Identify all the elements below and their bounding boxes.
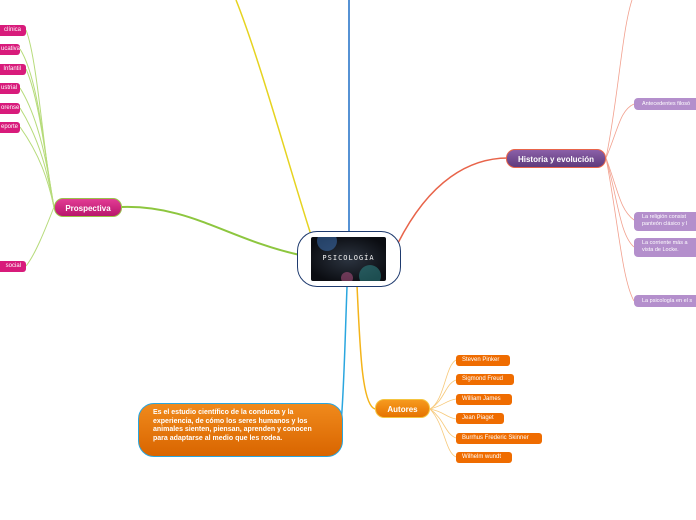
node-autor[interactable]: Steven Pinker (456, 355, 510, 366)
node-prospectiva-item[interactable]: ucativa (0, 44, 20, 55)
node-historia-item[interactable]: La corriente más a vista de Locke. (634, 238, 696, 257)
node-historia-item-line: La corriente más a (642, 240, 688, 246)
link-top-yellow (235, 0, 313, 239)
node-historia-item[interactable]: Antecedentes filosó (634, 98, 696, 110)
node-autor[interactable]: Sigmond Freud (456, 374, 514, 385)
node-prospectiva-item[interactable]: eporte (0, 122, 20, 133)
node-prospectiva-item[interactable]: clínica (0, 25, 26, 36)
autores-sublinks (429, 359, 457, 458)
node-historia[interactable]: Historia y evolución (506, 149, 606, 168)
link-prospectiva (121, 205, 301, 256)
link-definicion (340, 286, 348, 425)
node-prospectiva-item[interactable]: orense (0, 103, 20, 114)
central-topic-title: PSICOLOGÍA (322, 254, 375, 262)
node-prospectiva-item[interactable]: social (0, 261, 26, 272)
node-historia-item[interactable]: La religión consist panteón clásico y l (634, 212, 696, 231)
node-autor[interactable]: Burrhus Frederic Skinner (456, 433, 542, 444)
node-autores[interactable]: Autores (375, 399, 430, 418)
central-topic[interactable]: PSICOLOGÍA (297, 231, 401, 287)
central-topic-image: PSICOLOGÍA (311, 237, 386, 281)
node-prospectiva-item[interactable]: ustrial (0, 83, 20, 94)
node-definicion[interactable]: Es el estudio científico de la conducta … (138, 403, 343, 457)
node-prospectiva-item[interactable]: Infantil (0, 64, 26, 75)
node-historia-item-line: La religión consist (642, 214, 687, 220)
historia-sublinks (605, 0, 635, 302)
node-autor[interactable]: William James (456, 394, 512, 405)
link-historia (397, 157, 509, 244)
link-autores (356, 284, 376, 410)
node-autor[interactable]: Jean Piaget (456, 413, 504, 424)
node-prospectiva[interactable]: Prospectiva (54, 198, 122, 217)
node-autor[interactable]: Wilhelm wundt (456, 452, 512, 463)
node-historia-item-line: vista de Locke. (642, 247, 679, 253)
node-definicion-text: Es el estudio científico de la conducta … (153, 409, 312, 442)
prospectiva-sublinks (19, 29, 55, 267)
node-historia-item-line: panteón clásico y l (642, 221, 688, 227)
node-historia-item[interactable]: La psicología en el s (634, 295, 696, 307)
